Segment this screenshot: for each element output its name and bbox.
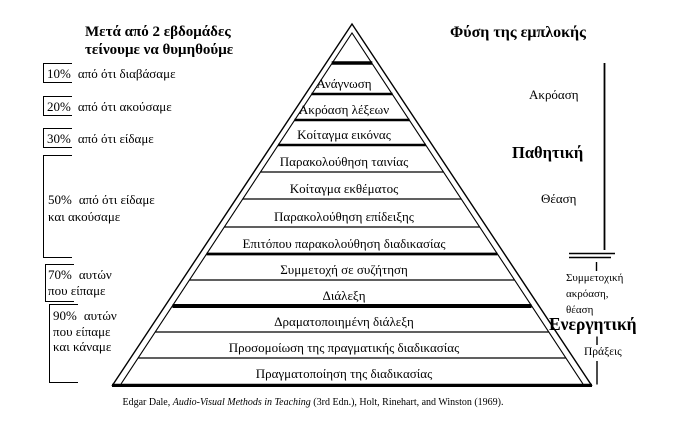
pct-desc: αυτών bbox=[83, 308, 117, 323]
right-header: Φύση της εμπλοκής bbox=[450, 24, 586, 41]
left-header-line2: τείνουμε να θυμηθούμε bbox=[85, 42, 234, 58]
retention-label-30pct: 30% από ότι είδαμε bbox=[47, 131, 154, 147]
bracket-50pct bbox=[43, 155, 72, 258]
line1: 50% από ότι είδαμε bbox=[48, 191, 155, 208]
pyramid-level-label: Κοίταγμα εικόνας bbox=[297, 127, 391, 142]
participatory-line2: ακρόαση, bbox=[566, 287, 609, 300]
pct-desc: αυτών bbox=[78, 267, 112, 282]
citation-book-title: Audio-Visual Methods in Teaching bbox=[172, 397, 311, 408]
bracket-10pct bbox=[43, 63, 72, 83]
citation-post: (3rd Edn.), Holt, Rinehart, and Winston … bbox=[310, 397, 504, 408]
pct-value: 50% bbox=[48, 192, 72, 207]
pyramid-outer-edge bbox=[111, 22, 593, 387]
pct-value: 10% bbox=[47, 66, 71, 81]
citation-pre: Edgar Dale, bbox=[122, 397, 173, 408]
pct-desc2: που είπαμε bbox=[48, 283, 106, 298]
retention-label-20pct: 20% από ότι ακούσαμε bbox=[47, 99, 172, 115]
left-header: Μετά από 2 εβδομάδες τείνουμε να θυμηθού… bbox=[85, 23, 255, 59]
pyramid-level-label: Προσομοίωση της πραγματικής διαδικασίας bbox=[228, 340, 460, 355]
participatory-line3: θέαση bbox=[566, 303, 594, 316]
pyramid-level-label: Διάλεξη bbox=[322, 288, 366, 303]
line1: 70% αυτών bbox=[48, 267, 112, 283]
pct-desc: από ότι είδαμε bbox=[78, 192, 155, 207]
pct-value: 20% bbox=[47, 99, 71, 114]
bracket-90pct bbox=[49, 304, 78, 383]
pct-desc: από ότι είδαμε bbox=[77, 131, 154, 146]
pct-value: 90% bbox=[53, 308, 77, 323]
nature-label-passive: Παθητική bbox=[512, 143, 584, 162]
pct-value: 30% bbox=[47, 131, 71, 146]
bracket-70pct bbox=[45, 264, 74, 302]
pyramid-level-label: Ανάγνωση bbox=[316, 76, 372, 91]
bracket-30pct bbox=[43, 128, 72, 148]
citation: Edgar Dale, Audio-Visual Methods in Teac… bbox=[30, 397, 596, 408]
pct-desc: από ότι διαβάσαμε bbox=[77, 66, 176, 81]
nature-label-participatory: Συμμετοχική ακρόαση, θέαση bbox=[566, 271, 623, 318]
pyramid-inner-edge bbox=[120, 31, 584, 385]
nature-label-viewing: Θέαση bbox=[541, 191, 577, 206]
pyramid-level-label: Επιτόπου παρακολούθηση διαδικασίας bbox=[242, 236, 446, 251]
bracket-20pct bbox=[43, 96, 72, 116]
retention-label-10pct: 10% από ότι διαβάσαμε bbox=[47, 66, 176, 82]
pct-desc2: που είπαμε bbox=[53, 323, 111, 339]
pyramid-level-label: Συμμετοχή σε συζήτηση bbox=[280, 262, 408, 277]
pyramid-level-label: Δραματοποιημένη διάλεξη bbox=[274, 314, 414, 329]
pyramid-level-label: Παρακολούθηση ταινίας bbox=[279, 154, 409, 169]
nature-label-actions: Πράξεις bbox=[584, 346, 622, 358]
retention-label-90pct: 90% αυτών που είπαμε και κάναμε bbox=[53, 308, 117, 355]
pct-desc3: και κάναμε bbox=[53, 339, 112, 354]
pyramid-level-label: Ακρόαση λέξεων bbox=[298, 102, 390, 117]
pct-value: 70% bbox=[48, 267, 72, 282]
retention-label-70pct: 70% αυτών που είπαμε bbox=[48, 267, 112, 299]
pyramid-level-label: Πραγματοποίηση της διαδικασίας bbox=[255, 366, 433, 381]
pct-desc: από ότι ακούσαμε bbox=[77, 99, 172, 114]
left-header-line1: Μετά από 2 εβδομάδες bbox=[85, 24, 231, 40]
retention-label-50pct: 50% από ότι είδαμε και ακούσαμε bbox=[48, 191, 155, 225]
line1: 90% αυτών bbox=[53, 308, 117, 324]
pct-desc2: και ακούσαμε bbox=[48, 209, 121, 224]
pyramid-level-label: Παρακολούθηση επίδειξης bbox=[274, 209, 414, 224]
pyramid-separators bbox=[138, 61, 566, 359]
pyramid-level-label: Κοίταγμα εκθέματος bbox=[289, 181, 399, 196]
nature-label-listening: Ακρόαση bbox=[529, 87, 579, 102]
nature-label-active: Ενεργητική bbox=[549, 314, 637, 334]
participatory-line1: Συμμετοχική bbox=[566, 272, 624, 284]
